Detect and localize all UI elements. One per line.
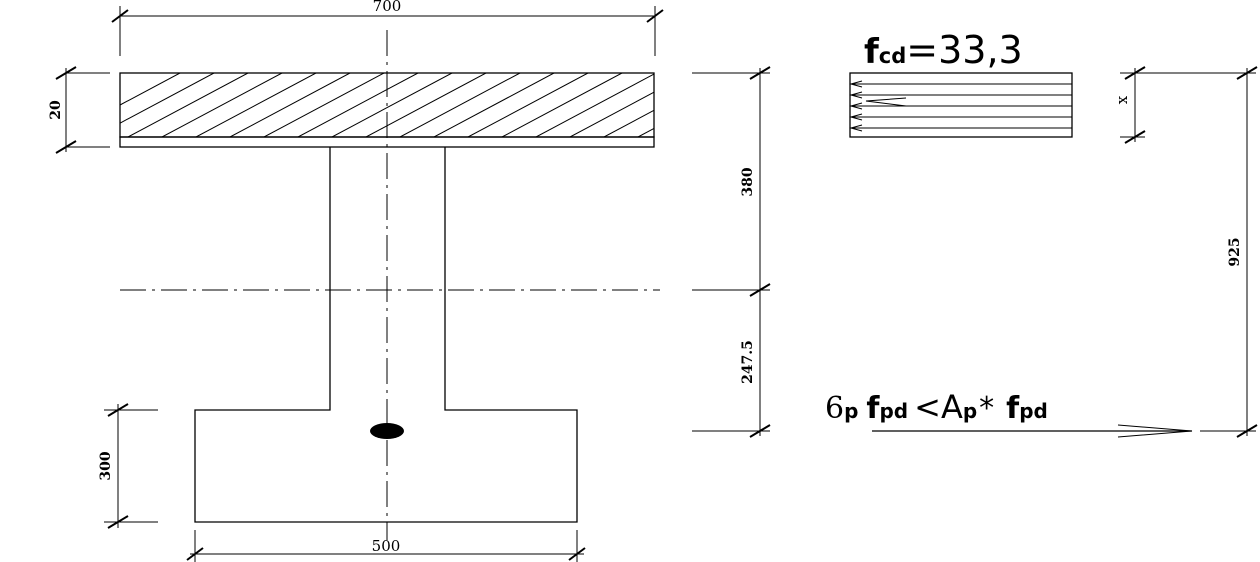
base-width-label: 500 [372,537,401,555]
web-and-base-outline [194,147,578,523]
base-height-label: 300 [98,451,114,480]
stress-block-arrows [849,80,1072,132]
fcd-label: fcd=33,3 [864,28,1023,72]
force-arrow-head [1117,424,1193,438]
resultant-arrow [865,97,907,107]
right-dimension-chain: 380 247.5 [692,66,771,438]
block-depth-label: x [1113,95,1131,104]
top-to-axis-label: 380 [740,167,756,196]
hatch-line [195,73,317,137]
hatch-line [365,73,487,137]
hatch-line [120,73,181,106]
total-depth-dimension: 925 [1136,66,1258,438]
flange-thickness-dimension: 20 [48,66,110,154]
hatch-line [569,91,654,137]
base-height-dimension: 300 [98,403,158,529]
stress-arrowhead [849,102,863,110]
hatch-line [297,73,419,137]
flange-hatching [120,73,860,137]
stress-block: fcd=33,3 [849,28,1073,138]
hatch-line [127,73,249,137]
hatch-line [535,73,654,137]
flange-width-label: 700 [373,0,402,15]
hatch-line [120,73,215,124]
hatch-line [467,73,589,137]
block-depth-dimension: x [1113,66,1146,144]
hatch-line [637,127,654,137]
hatch-line [603,109,654,137]
stress-arrowhead [849,113,863,121]
bottom-width-dimension: 500 [186,530,586,562]
stress-arrowhead [849,91,863,99]
hatch-line [399,73,521,137]
axis-to-tendon-label: 247.5 [740,340,756,384]
hatch-line [161,73,283,137]
top-width-dimension: 700 [111,0,664,56]
hatch-line [706,73,826,137]
tendon [370,423,404,439]
hatch-line [501,73,623,137]
hatch-line [331,73,453,137]
hatch-line [263,73,385,137]
hatch-line [433,73,555,137]
stress-arrowhead [849,80,863,88]
hatch-line [672,73,792,137]
flange [119,72,860,148]
flange-thickness-label: 20 [48,100,64,120]
hatch-line [740,73,860,137]
total-depth-label: 925 [1227,237,1243,266]
stress-arrowhead [849,124,863,132]
hatch-line [229,73,351,137]
